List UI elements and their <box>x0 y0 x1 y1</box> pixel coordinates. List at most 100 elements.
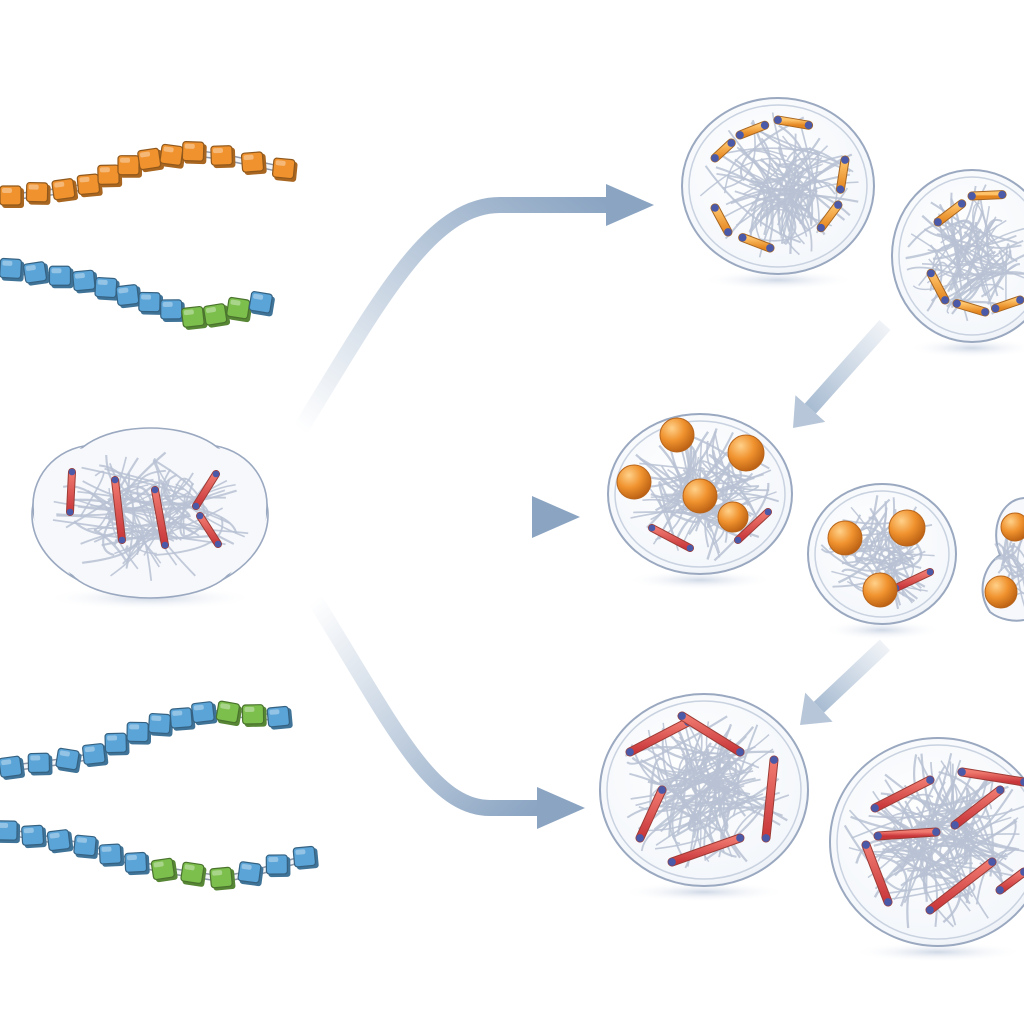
rod-cap <box>774 116 782 124</box>
red-rod <box>861 840 893 907</box>
diag-arrow-upper-head <box>793 395 826 428</box>
orange-ring-segment <box>933 199 967 227</box>
middle-rod <box>734 508 772 544</box>
red-rod <box>870 775 935 813</box>
diag-arrow-upper <box>793 320 891 428</box>
chain-blue-green-bottom <box>0 820 319 891</box>
chain-bead-green <box>203 303 231 328</box>
chains-layer <box>0 141 319 891</box>
red-rod <box>873 827 941 841</box>
red-rod <box>761 755 779 843</box>
rod-cap <box>770 756 778 764</box>
chain-bead-orange <box>210 145 236 169</box>
orange-sphere <box>682 478 718 514</box>
orange-ring-segment <box>967 190 1007 201</box>
rod-cap <box>151 486 159 494</box>
rod-cap <box>934 218 942 226</box>
orange-ring-segment <box>816 200 843 233</box>
rod-cap <box>161 541 169 549</box>
orange-ring-segment <box>710 203 733 237</box>
arrow-upper-path <box>293 184 654 435</box>
rod-cap <box>686 544 694 552</box>
middle-rod <box>648 524 694 552</box>
chain-bead-blue <box>138 291 164 315</box>
chain-bead-orange <box>25 181 51 205</box>
chain-bead-blue <box>126 721 152 745</box>
rod-cap <box>68 468 76 476</box>
rod-cap <box>111 476 119 484</box>
chain-bead-blue <box>292 845 319 870</box>
red-rod <box>957 767 1024 787</box>
chain-bead-green <box>241 704 267 727</box>
red-rod <box>625 717 693 757</box>
arrow-upper-path-head <box>606 184 654 226</box>
chain-bead-orange <box>240 151 267 175</box>
chain-bead-blue <box>23 261 50 286</box>
rod-cap <box>736 748 744 756</box>
rod-cap <box>762 834 770 842</box>
chain-bead-orange <box>97 164 123 188</box>
red-rod <box>925 857 997 915</box>
particle-shadow <box>620 882 788 902</box>
rod-cap <box>736 834 744 842</box>
chain-bead-green <box>180 861 207 887</box>
rod-cap <box>636 834 644 842</box>
rod-cap <box>874 832 882 840</box>
rod-cap <box>66 508 74 516</box>
rod-cap <box>953 299 961 308</box>
chain-bead-blue <box>46 829 74 854</box>
chain-bead-orange <box>271 157 298 182</box>
chain-bead-blue <box>0 820 21 844</box>
bottom-particle-1 <box>599 693 809 902</box>
chain-bead-blue <box>0 755 25 780</box>
orange-ring-segment <box>926 268 950 305</box>
chain-bead-orange <box>117 155 143 178</box>
red-rod <box>635 785 667 843</box>
source-rod <box>192 470 220 510</box>
chain-bead-blue <box>248 291 275 317</box>
rod-cap <box>926 776 934 784</box>
rod-cap <box>862 841 870 849</box>
chain-bead-blue <box>21 824 47 849</box>
source-rod <box>111 476 126 544</box>
diag-arrow-lower-head <box>800 692 833 725</box>
chain-bead-blue <box>266 705 293 730</box>
rod-cap <box>1020 778 1024 786</box>
rod-cap <box>836 185 845 194</box>
rod-cap <box>1020 868 1024 876</box>
rod-cap <box>957 199 966 208</box>
chain-bead-blue <box>124 851 150 876</box>
rod-cap <box>996 786 1004 794</box>
orange-sphere <box>659 417 695 453</box>
rod-cap <box>841 156 849 164</box>
rod-cap <box>941 296 949 304</box>
orange-sphere <box>827 520 863 556</box>
particle-shadow <box>701 270 855 290</box>
rod-cap <box>760 121 769 130</box>
chain-bead-blue <box>104 732 130 756</box>
orange-sphere <box>717 501 749 533</box>
chain-bead-blue <box>98 843 125 867</box>
rod-cap <box>834 201 842 209</box>
chain-bead-green <box>215 700 242 727</box>
chain-bead-orange <box>181 141 207 165</box>
orange-sphere <box>888 509 926 547</box>
source-rod <box>66 468 76 516</box>
source-rod <box>196 512 222 548</box>
chain-bead-blue <box>27 752 53 776</box>
rod-cap <box>766 244 774 252</box>
chain-bead-blue <box>82 743 109 767</box>
rod-cap <box>988 858 996 866</box>
rod-cap <box>734 536 742 544</box>
orange-ring-segment <box>738 233 775 253</box>
orange-ring-segment <box>710 138 736 163</box>
rod-cap <box>648 524 656 532</box>
middle-rod <box>892 568 934 592</box>
chain-bead-green <box>150 857 178 883</box>
rod-cap <box>724 228 732 236</box>
chain-bead-blue <box>191 701 218 726</box>
rod-cap <box>951 821 959 829</box>
rod-cap <box>996 886 1004 894</box>
